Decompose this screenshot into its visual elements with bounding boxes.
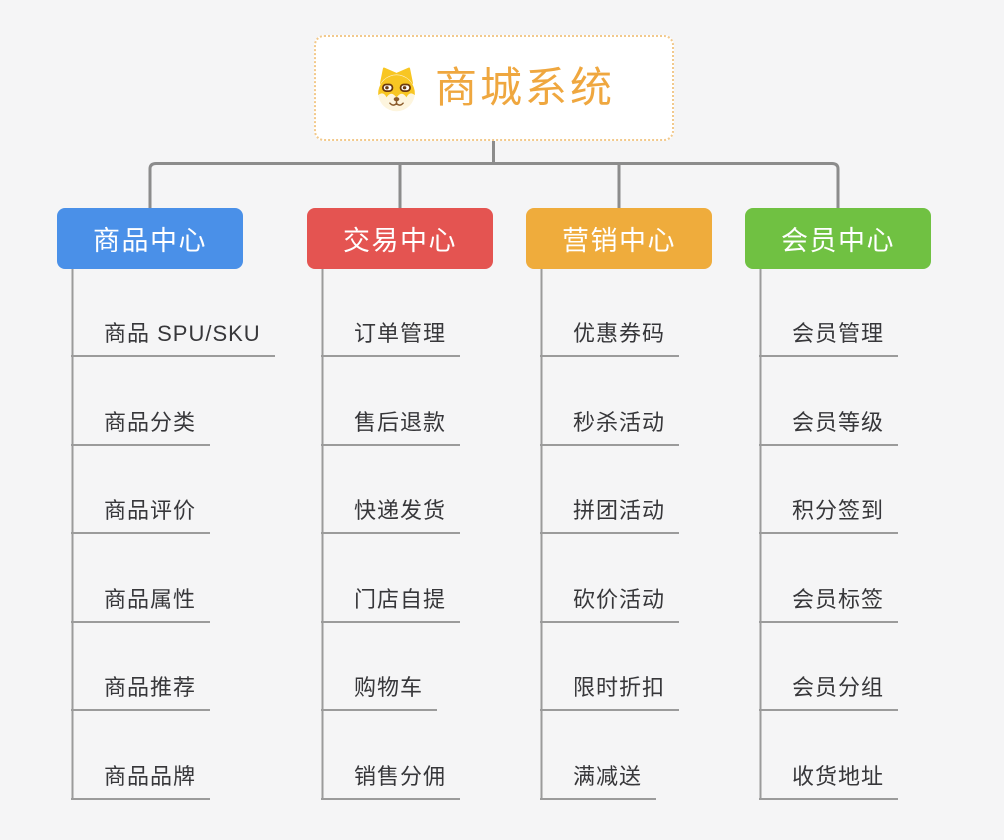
mindmap-item[interactable]: 门店自提 — [321, 583, 461, 623]
mindmap-item[interactable]: 售后退款 — [321, 406, 461, 446]
branch-node-goods-center[interactable]: 商品中心 — [57, 208, 243, 269]
mindmap-item[interactable]: 限时折扣 — [540, 671, 680, 711]
branch-label: 交易中心 — [343, 226, 457, 256]
bus-connector-line — [148, 162, 840, 210]
root-node-mall-system[interactable]: 商城系统 — [314, 35, 674, 141]
mindmap-item[interactable]: 收货地址 — [759, 760, 899, 800]
mindmap-item[interactable]: 会员分组 — [759, 671, 899, 711]
mindmap-item[interactable]: 商品 SPU/SKU — [71, 317, 275, 357]
shiba-dog-icon — [378, 67, 415, 111]
branch-label: 会员中心 — [781, 226, 895, 256]
mindmap-item[interactable]: 秒杀活动 — [540, 406, 680, 446]
mindmap-item[interactable]: 快递发货 — [321, 494, 461, 534]
mindmap-item[interactable]: 商品属性 — [71, 583, 211, 623]
mindmap-item[interactable]: 销售分佣 — [321, 760, 461, 800]
mindmap-item[interactable]: 商品推荐 — [71, 671, 211, 711]
mindmap-item[interactable]: 会员标签 — [759, 583, 899, 623]
branch-label: 营销中心 — [562, 226, 676, 256]
branch-node-trade-center[interactable]: 交易中心 — [307, 208, 493, 269]
mindmap-item[interactable]: 满减送 — [540, 760, 657, 800]
mindmap-item[interactable]: 商品评价 — [71, 494, 211, 534]
branch-label: 商品中心 — [93, 226, 207, 256]
mindmap-item[interactable]: 商品分类 — [71, 406, 211, 446]
mindmap-item[interactable]: 拼团活动 — [540, 494, 680, 534]
mindmap-item[interactable]: 订单管理 — [321, 317, 461, 357]
mindmap-item[interactable]: 积分签到 — [759, 494, 899, 534]
branch-node-marketing-center[interactable]: 营销中心 — [526, 208, 712, 269]
root-title: 商城系统 — [434, 64, 615, 111]
mindmap-item[interactable]: 砍价活动 — [540, 583, 680, 623]
mindmap-item[interactable]: 购物车 — [321, 671, 438, 711]
mindmap-item[interactable]: 会员等级 — [759, 406, 899, 446]
mindmap-item[interactable]: 商品品牌 — [71, 760, 211, 800]
mindmap-item[interactable]: 会员管理 — [759, 317, 899, 357]
branch-node-member-center[interactable]: 会员中心 — [745, 208, 931, 269]
mindmap-item[interactable]: 优惠券码 — [540, 317, 680, 357]
